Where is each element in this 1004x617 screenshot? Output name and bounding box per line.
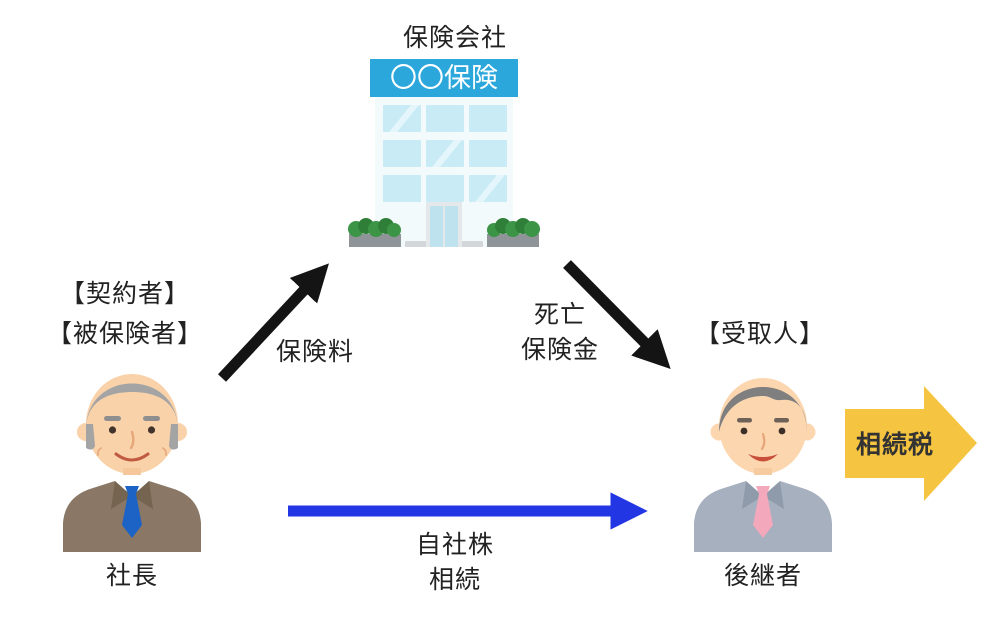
insured-role-label: 【被保険者】 bbox=[46, 320, 203, 348]
death-benefit-line2: 保険金 bbox=[520, 336, 599, 364]
company-sign-board bbox=[370, 59, 518, 97]
successor-name: 後継者 bbox=[723, 562, 802, 590]
right-bush bbox=[487, 218, 540, 247]
left-bush bbox=[348, 218, 401, 247]
building-door bbox=[426, 202, 462, 247]
insurance-company-building: 〇〇保険 bbox=[345, 53, 545, 255]
share-inheritance-line2: 相続 bbox=[428, 566, 481, 594]
gray-hair bbox=[86, 383, 178, 430]
contractor-role-label: 【契約者】 bbox=[59, 280, 190, 308]
death-benefit-label: 死亡 保険金 bbox=[500, 298, 620, 368]
blue-tie bbox=[122, 486, 142, 538]
building-illustration: 〇〇保険 bbox=[348, 59, 540, 247]
company-title: 保険会社 bbox=[402, 24, 507, 52]
beneficiary-role-label: 【受取人】 bbox=[694, 320, 825, 348]
dark-hair bbox=[719, 387, 807, 432]
president-name: 社長 bbox=[105, 562, 158, 590]
pink-tie bbox=[753, 486, 773, 538]
president-figure bbox=[63, 374, 201, 552]
inheritance-tax-label: 相続税 bbox=[855, 431, 934, 459]
president-avatar bbox=[57, 360, 207, 552]
successor-figure bbox=[694, 378, 832, 552]
building-windows bbox=[383, 105, 507, 202]
premium-label: 保険料 bbox=[275, 338, 354, 366]
successor-avatar bbox=[688, 360, 838, 552]
death-benefit-line1: 死亡 bbox=[533, 301, 586, 329]
smile-mouth bbox=[748, 454, 778, 462]
company-sign-text: 〇〇保険 bbox=[390, 63, 498, 93]
share-inheritance-line1: 自社株 bbox=[415, 531, 494, 559]
share-inheritance-label: 自社株 相続 bbox=[395, 528, 515, 598]
